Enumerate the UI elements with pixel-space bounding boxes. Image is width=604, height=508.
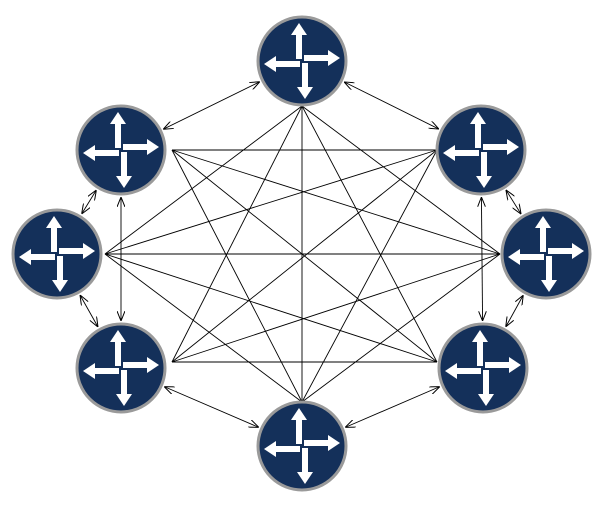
mesh-link-right-bottom <box>301 253 501 403</box>
ring-link-lower-left-left <box>80 296 97 326</box>
mesh-link-upper-right-left <box>104 149 438 255</box>
mesh-link-bottom-left <box>104 253 303 403</box>
router-nodes <box>11 15 592 492</box>
router-node-circle <box>500 208 592 300</box>
router-node-right <box>500 208 592 300</box>
router-node-circle <box>256 15 348 107</box>
router-node-upper-left <box>75 104 167 196</box>
mesh-link-lower-right-left <box>104 253 438 363</box>
router-node-top <box>256 15 348 107</box>
router-node-bottom <box>256 400 348 492</box>
router-node-upper-right <box>435 104 527 196</box>
mesh-link-top-left <box>104 105 303 255</box>
mesh-link-bottom-upper-left <box>171 149 303 403</box>
ring-link-top-upper-right <box>345 82 438 128</box>
router-node-circle <box>256 400 348 492</box>
router-node-left <box>11 208 103 300</box>
router-node-circle <box>75 322 167 414</box>
mesh-links <box>104 105 501 403</box>
ring-link-bottom-lower-left <box>165 387 258 427</box>
mesh-link-top-lower-right <box>301 105 438 363</box>
mesh-link-upper-right-bottom <box>301 149 438 403</box>
ring-link-left-upper-left <box>82 191 96 213</box>
router-node-circle <box>11 208 103 300</box>
ring-links <box>80 82 522 427</box>
ring-link-lower-right-bottom <box>346 387 439 427</box>
ring-link-upper-left-top <box>164 82 259 129</box>
mesh-link-top-right <box>301 105 501 255</box>
ring-link-upper-right-right <box>506 191 520 214</box>
mesh-link-right-upper-left <box>171 149 501 255</box>
mesh-link-right-lower-left <box>171 253 501 363</box>
router-node-circle <box>437 322 529 414</box>
router-node-lower-right <box>437 322 529 414</box>
mesh-link-top-lower-left <box>171 105 303 363</box>
ring-link-right-lower-right <box>506 296 523 326</box>
router-node-circle <box>75 104 167 196</box>
router-node-lower-left <box>75 322 167 414</box>
router-node-circle <box>435 104 527 196</box>
mesh-link-lower-right-upper-left <box>171 149 438 363</box>
ring-link-upper-right-lower-right <box>481 198 482 320</box>
